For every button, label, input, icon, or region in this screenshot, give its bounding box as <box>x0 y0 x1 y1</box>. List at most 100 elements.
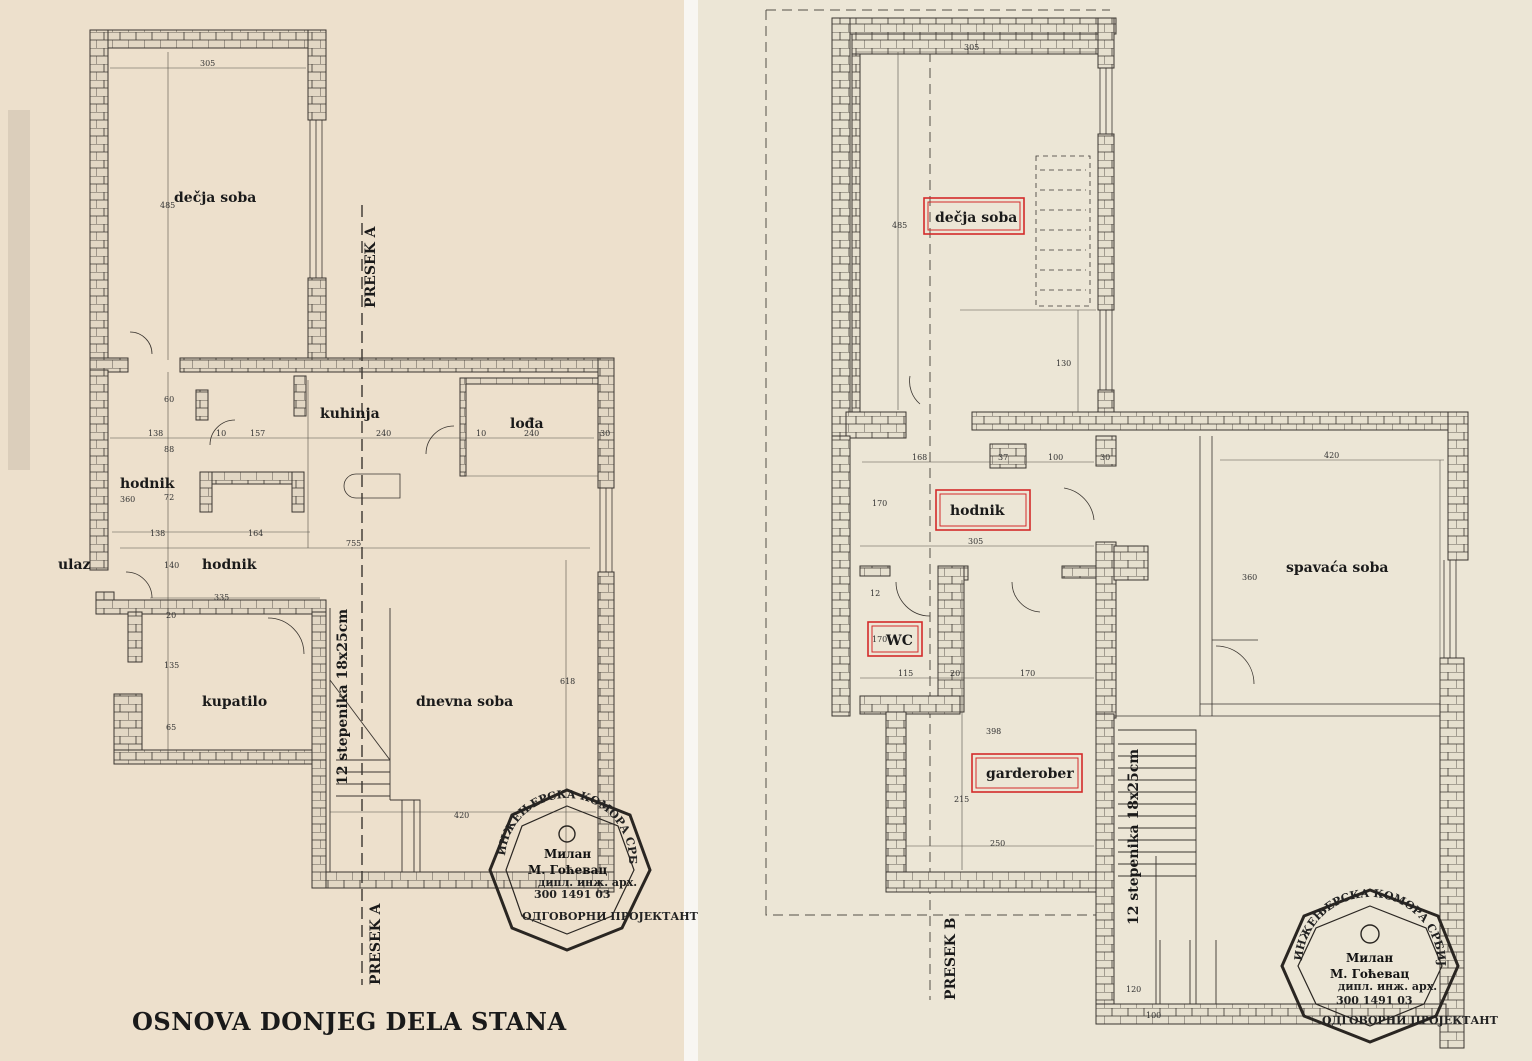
right-room-wc: WC <box>867 621 923 657</box>
dim: 335 <box>214 593 229 602</box>
seal-emblem-icon <box>558 825 576 843</box>
seal-number: 300 1491 03 <box>1336 994 1413 1007</box>
right-windows <box>1035 68 1457 717</box>
dim: 755 <box>346 539 361 548</box>
right-walls <box>831 17 1469 1049</box>
dim: 250 <box>990 839 1005 848</box>
seal-inner-octagon <box>505 805 635 935</box>
left-room-hodnik-side: hodnik <box>120 476 175 492</box>
left-room-hodnik-main: hodnik <box>202 557 257 573</box>
dim: 72 <box>164 493 174 502</box>
highlight-box-inner <box>939 493 1027 527</box>
left-room-kuhinja: kuhinja <box>320 406 380 422</box>
right-stairs-label: 12 stepenika 18x25cm <box>1126 749 1142 925</box>
right-room-hodnik: hodnik <box>935 489 1031 531</box>
dim: 140 <box>164 561 179 570</box>
dim: 398 <box>986 727 1001 736</box>
right-dashed-outline <box>765 9 1110 1000</box>
right-room-decja-soba: dečja soba <box>923 197 1025 235</box>
seal-outer-octagon <box>1280 888 1460 1044</box>
left-doors <box>125 331 455 655</box>
dim: 138 <box>148 429 163 438</box>
dim: 157 <box>250 429 265 438</box>
left-section-label-bottom: PRESEK A <box>368 902 384 985</box>
seal-title: дипл. инж. арх. <box>1338 980 1437 993</box>
room-label: dečja soba <box>935 210 1017 226</box>
right-stairs <box>1118 729 1217 1004</box>
dim: 240 <box>524 429 539 438</box>
right-dimension-lines <box>856 51 1444 1017</box>
dim: 138 <box>150 529 165 538</box>
highlight-box-inner <box>871 625 919 653</box>
dim: 135 <box>164 661 179 670</box>
left-room-ulaz: ulaz <box>58 557 91 573</box>
dim: 305 <box>200 59 215 68</box>
right-room-spavaca-soba: spavaća soba <box>1286 560 1389 576</box>
left-section-label-top: PRESEK A <box>363 225 379 308</box>
seal-bottom-text: ОДГОВОРНИ ПРОЈЕКТАНТ <box>522 910 699 923</box>
left-windows <box>309 120 613 572</box>
dim: 12 <box>870 589 880 598</box>
dim: 130 <box>1056 359 1071 368</box>
left-room-kupatilo: kupatilo <box>202 694 267 710</box>
highlight-box <box>867 621 923 657</box>
left-stairs <box>329 608 421 872</box>
right-room-garderober: garderober <box>971 753 1083 793</box>
seal-bottom-text: ОДГОВОРНИ ПРОЈЕКТАНТ <box>1322 1014 1499 1027</box>
dim: 88 <box>164 445 174 454</box>
dim: 100 <box>1146 1011 1161 1020</box>
dim: 10 <box>216 429 226 438</box>
dim: 420 <box>454 811 469 820</box>
dim: 305 <box>964 43 979 52</box>
highlight-box <box>935 489 1031 531</box>
left-room-dnevna-soba: dnevna soba <box>416 694 513 710</box>
dim: 305 <box>968 537 983 546</box>
dim: 360 <box>120 495 135 504</box>
dim: 20 <box>166 611 176 620</box>
dim: 120 <box>1126 985 1141 994</box>
dim: 170 <box>1020 669 1035 678</box>
room-label: garderober <box>986 766 1074 782</box>
right-dimension-texts: 305 485 130 168 37 100 30 420 170 305 36… <box>870 43 1339 1020</box>
dim: 37 <box>998 453 1008 462</box>
dim: 485 <box>892 221 907 230</box>
room-label: WC <box>885 633 913 649</box>
left-plan-title: OSNOVA DONJEG DELA STANA <box>132 1007 567 1036</box>
dim: 618 <box>560 677 575 686</box>
dim: 215 <box>954 795 969 804</box>
dim: 240 <box>376 429 391 438</box>
dim: 30 <box>1100 453 1110 462</box>
dim: 485 <box>160 201 175 210</box>
left-walls <box>89 29 615 893</box>
highlight-box-inner <box>927 201 1021 231</box>
seal-emblem-icon <box>1360 924 1380 944</box>
room-label: hodnik <box>950 503 1005 519</box>
left-bleed-through <box>8 110 30 470</box>
seal-name-first: Милан <box>1346 951 1393 965</box>
dim: 420 <box>1324 451 1339 460</box>
right-section-label: PRESEK B <box>943 917 959 1000</box>
dim: 115 <box>898 669 913 678</box>
right-doors <box>895 375 1255 685</box>
highlight-box <box>971 753 1083 793</box>
seal-number: 300 1491 03 <box>534 888 611 901</box>
seal-outer-octagon <box>488 788 652 952</box>
left-stairs-label: 12 stepenika 18x25cm <box>335 609 351 785</box>
left-room-lodja: lođa <box>510 416 544 432</box>
dim: 168 <box>912 453 927 462</box>
dim: 170 <box>872 499 887 508</box>
dim: 360 <box>1242 573 1257 582</box>
dim: 10 <box>476 429 486 438</box>
dim: 20 <box>950 669 960 678</box>
seal-name-last: М. Гоћевац <box>528 863 607 877</box>
left-room-decja-soba: dečja soba <box>174 190 256 206</box>
seal-name-first: Милан <box>544 847 591 861</box>
seal-inner-octagon <box>1297 905 1443 1027</box>
dim: 164 <box>248 529 263 538</box>
dim: 30 <box>600 429 610 438</box>
sheet-gap <box>684 0 698 1061</box>
left-dimension-lines <box>110 52 598 870</box>
dim: 60 <box>164 395 174 404</box>
highlight-box <box>923 197 1025 235</box>
